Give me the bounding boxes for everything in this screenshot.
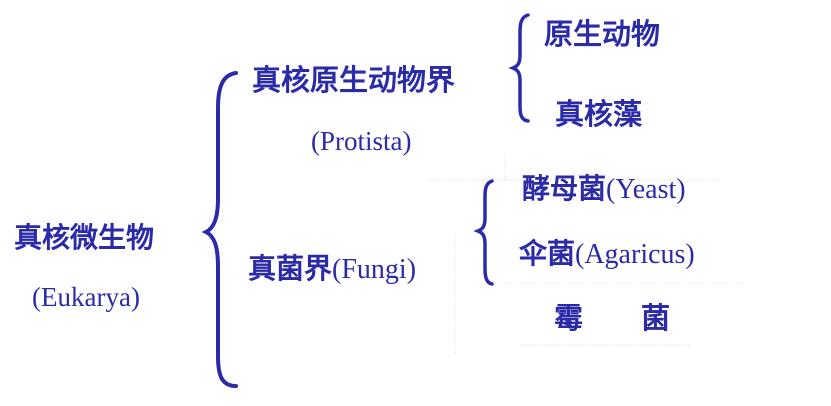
- root-name: 真核微生物: [14, 221, 155, 254]
- fungi-child-yeast: 酵母菌(Yeast): [522, 175, 686, 204]
- brace-root: [201, 71, 238, 388]
- protista-child-algae: 真核藻: [555, 97, 643, 131]
- protista-name: 真核原生动物界: [252, 63, 456, 97]
- agaricus-latin: (Agaricus): [575, 239, 695, 270]
- yeast-latin: (Yeast): [606, 174, 686, 205]
- fungi-latin: (Fungi): [332, 254, 417, 285]
- agaricus-name: 伞菌: [519, 237, 576, 270]
- fungi-child-mold: 霉 菌: [554, 301, 671, 335]
- fungi-child-agaricus: 伞菌(Agaricus): [519, 240, 695, 269]
- fungi-label: 真菌界(Fungi): [248, 255, 416, 284]
- brace-protista: [508, 13, 530, 123]
- root-latin: (Eukarya): [32, 282, 140, 312]
- fungi-name: 真菌界: [248, 252, 333, 285]
- brace-fungi: [473, 179, 494, 286]
- protista-child-protozoa: 原生动物: [544, 17, 661, 51]
- protista-latin: (Protista): [311, 126, 412, 156]
- yeast-name: 酵母菌: [522, 172, 607, 205]
